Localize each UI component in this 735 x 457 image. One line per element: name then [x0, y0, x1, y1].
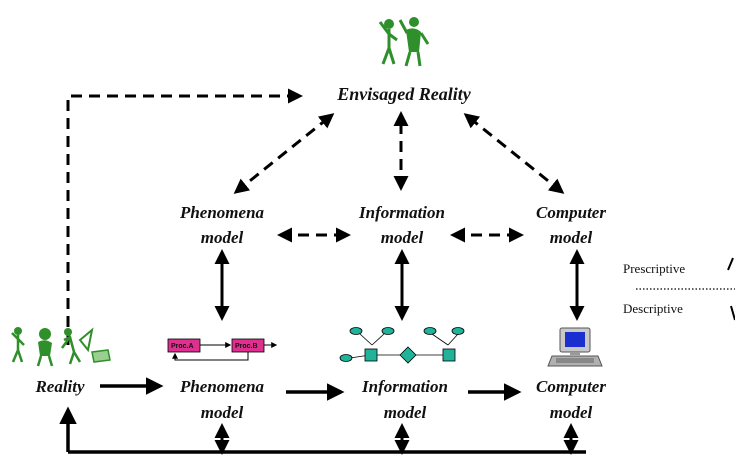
middle-phenomena-label-line1: Phenomena — [179, 203, 265, 222]
middle-computer-label-line2: model — [550, 228, 593, 247]
computer-icon — [547, 327, 603, 367]
middle-information-label-line2: model — [381, 228, 424, 247]
dancing-people-icon — [378, 17, 430, 67]
bottom-information-label-line2: model — [384, 403, 427, 422]
reality-to-envisaged-dashed-arrow — [66, 88, 303, 345]
computer-envisaged-dashed-arrow — [463, 113, 565, 194]
process-b-label: Proc.B — [235, 343, 258, 350]
middle-computer-label-line1: Computer — [536, 203, 606, 222]
bottom-computer-label-line1: Computer — [536, 377, 606, 396]
process-a-label: Proc.A — [171, 343, 194, 350]
middle-phenomena-label-line2: model — [201, 228, 244, 247]
middle-information-label-line1: Information — [358, 203, 445, 222]
bottom-information-label-line1: Information — [361, 377, 448, 396]
reality-label: Reality — [34, 377, 85, 396]
prescriptive-arrow-mark — [727, 257, 734, 271]
reality-people-icon — [11, 327, 111, 367]
process-diagram-icon: Proc.A Proc.B — [167, 338, 278, 361]
descriptive-label: Descriptive — [623, 301, 683, 316]
information-network-icon — [339, 327, 465, 364]
bottom-phenomena-label-line2: model — [201, 403, 244, 422]
phenomena-envisaged-dashed-arrow — [233, 113, 335, 194]
bottom-computer-label-line2: model — [550, 403, 593, 422]
bottom-phenomena-label-line1: Phenomena — [179, 377, 265, 396]
prescriptive-label: Prescriptive — [623, 261, 685, 276]
envisaged-reality-label: Envisaged Reality — [336, 84, 471, 104]
descriptive-arrow-mark — [730, 305, 735, 321]
